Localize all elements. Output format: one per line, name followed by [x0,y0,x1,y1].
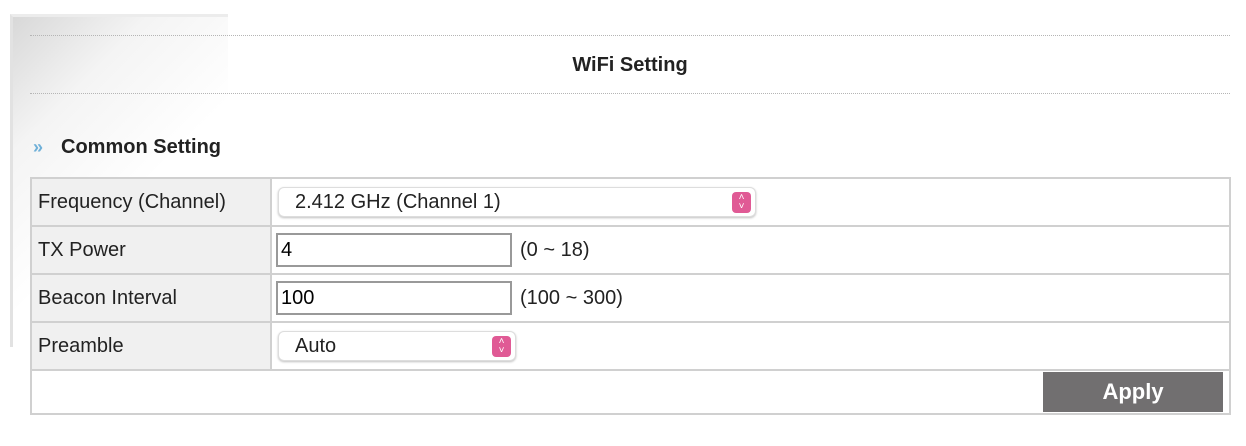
tx-power-label: TX Power [30,225,272,275]
table-row: Frequency (Channel) 2.412 GHz (Channel 1… [30,177,1231,227]
divider [30,93,1230,94]
preamble-select[interactable]: Auto ˄˅ [278,331,516,361]
tx-power-input[interactable] [276,233,512,267]
apply-button[interactable]: Apply [1043,372,1223,412]
beacon-interval-input[interactable] [276,281,512,315]
table-row: TX Power (0 ~ 18) [30,225,1231,275]
table-row: Apply [30,369,1231,415]
table-row: Beacon Interval (100 ~ 300) [30,273,1231,323]
beacon-interval-label: Beacon Interval [30,273,272,323]
page-title: WiFi Setting [572,54,688,76]
divider [30,35,1230,36]
preamble-label: Preamble [30,321,272,371]
frequency-select[interactable]: 2.412 GHz (Channel 1) ˄˅ [278,187,756,217]
frequency-label: Frequency (Channel) [30,177,272,227]
section-title: Common Setting [61,136,222,158]
settings-table: Frequency (Channel) 2.412 GHz (Channel 1… [30,177,1231,415]
tx-power-range: (0 ~ 18) [520,238,590,261]
preamble-value: Auto [295,334,337,357]
section-heading: » Common Setting [33,136,221,159]
frequency-value: 2.412 GHz (Channel 1) [295,190,501,213]
select-arrows-icon: ˄˅ [732,191,751,213]
beacon-interval-range: (100 ~ 300) [520,286,623,309]
double-chevron-icon: » [33,137,44,157]
table-row: Preamble Auto ˄˅ [30,321,1231,371]
select-arrows-icon: ˄˅ [492,335,511,357]
